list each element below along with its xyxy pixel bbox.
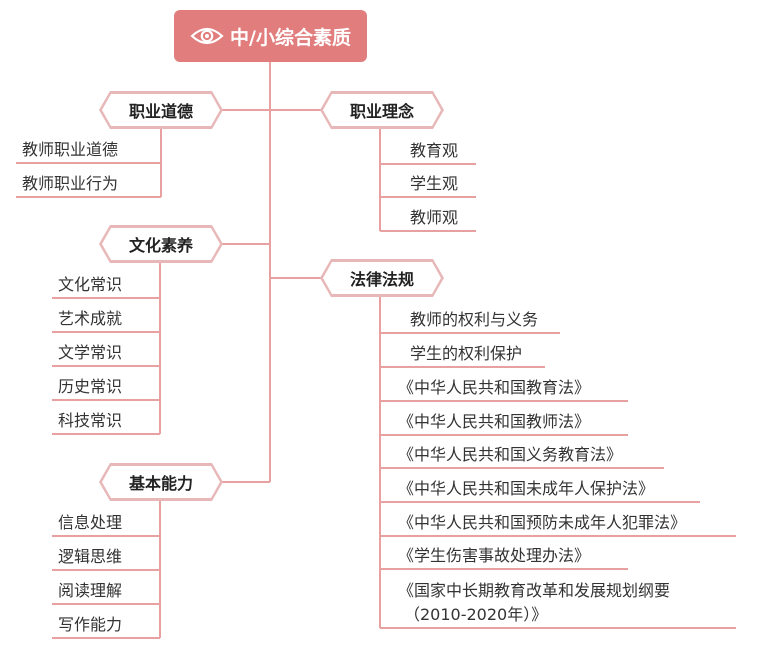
branch-node-falv-fagui[interactable]: 法律法规	[320, 259, 444, 297]
leaf-item[interactable]: （2010-2020年）》	[404, 605, 548, 624]
leaf-item[interactable]: 《中华人民共和国未成年人保护法》	[398, 479, 655, 498]
branch-node-jiben-nengli[interactable]: 基本能力	[99, 463, 223, 501]
leaf-item[interactable]: 教师职业行为	[22, 174, 119, 193]
leaf-item[interactable]: 信息处理	[58, 513, 123, 532]
leaf-item[interactable]: 学生观	[410, 174, 459, 193]
leaf-item[interactable]: 《国家中长期教育改革和发展规划纲要	[398, 581, 671, 600]
branch-node-zhiye-daode[interactable]: 职业道德	[99, 91, 223, 129]
leaf-item[interactable]: 教育观	[410, 141, 459, 160]
branch-label: 基本能力	[102, 466, 220, 498]
leaf-item[interactable]: 教师的权利与义务	[410, 310, 539, 329]
eye-icon	[190, 27, 224, 45]
leaf-item[interactable]: 科技常识	[58, 411, 123, 430]
branch-label: 职业道德	[102, 94, 220, 126]
root-node[interactable]: 中/小综合素质	[174, 10, 367, 62]
leaf-item[interactable]: 《中华人民共和国义务教育法》	[398, 445, 623, 464]
branch-label: 法律法规	[323, 262, 441, 294]
leaf-item[interactable]: 艺术成就	[58, 309, 123, 328]
leaf-item[interactable]: 学生的权利保护	[410, 344, 523, 363]
leaf-item[interactable]: 历史常识	[58, 377, 123, 396]
leaf-item[interactable]: 写作能力	[58, 615, 123, 634]
branch-node-zhiye-linian[interactable]: 职业理念	[320, 91, 444, 129]
leaf-item[interactable]: 文化常识	[58, 275, 123, 294]
leaf-item[interactable]: 《中华人民共和国教育法》	[398, 378, 591, 397]
leaf-item[interactable]: 文学常识	[58, 343, 123, 362]
leaf-item[interactable]: 教师观	[410, 208, 459, 227]
branch-label: 职业理念	[323, 94, 441, 126]
leaf-item[interactable]: 《学生伤害事故处理办法》	[398, 546, 591, 565]
branch-label: 文化素养	[102, 228, 220, 260]
leaf-item[interactable]: 阅读理解	[58, 581, 123, 600]
leaf-item[interactable]: 逻辑思维	[58, 547, 123, 566]
root-label: 中/小综合素质	[230, 26, 351, 49]
leaf-item[interactable]: 《中华人民共和国教师法》	[398, 412, 591, 431]
leaf-item[interactable]: 《中华人民共和国预防未成年人犯罪法》	[398, 513, 687, 532]
leaf-item[interactable]: 教师职业道德	[22, 140, 119, 159]
branch-node-wenhua-suyang[interactable]: 文化素养	[99, 225, 223, 263]
